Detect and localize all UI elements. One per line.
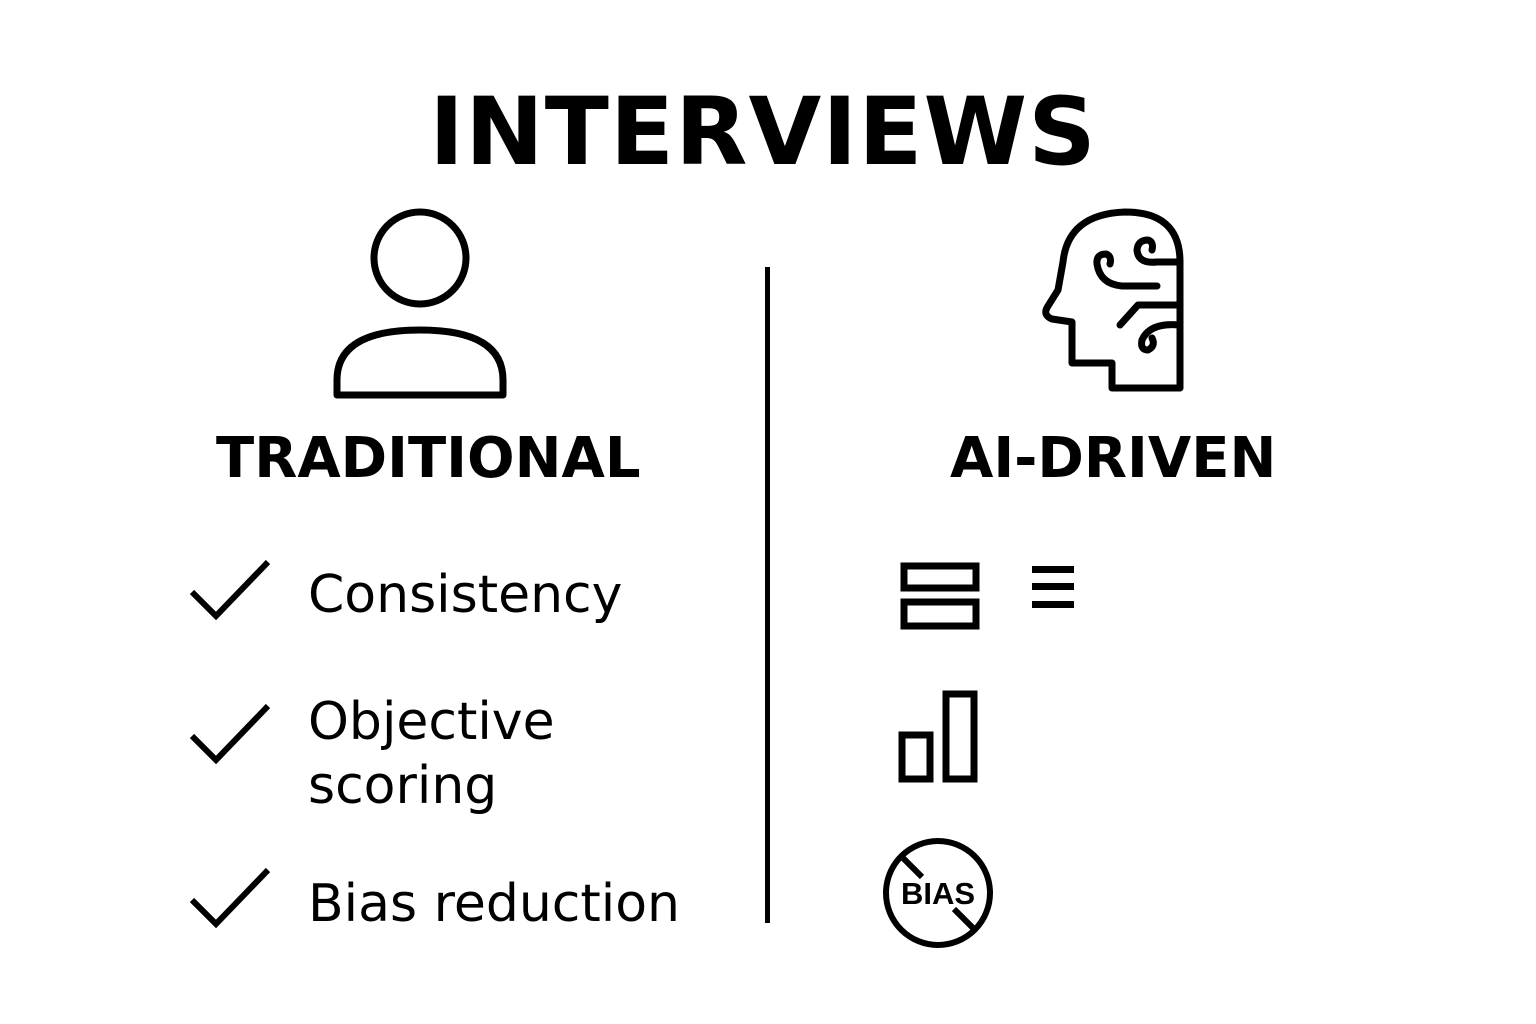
check-icon — [189, 703, 271, 765]
ai-head-icon — [1042, 208, 1184, 392]
ai-driven-heading: AI-DRIVEN — [950, 426, 1277, 491]
column-divider — [765, 267, 770, 923]
traditional-item-scoring: scoring — [308, 756, 498, 816]
menu-lines-icon — [1032, 566, 1074, 608]
no-bias-icon: BIAS — [883, 838, 993, 948]
traditional-item-consistency: Consistency — [308, 565, 623, 625]
check-icon — [189, 867, 271, 929]
page-title: INTERVIEWS — [429, 78, 1097, 187]
traditional-item-objective: Objective — [308, 692, 555, 752]
traditional-heading: TRADITIONAL — [216, 426, 641, 491]
check-icon — [189, 559, 271, 621]
traditional-item-bias-reduction: Bias reduction — [308, 874, 680, 934]
bar-chart-icon — [898, 690, 978, 783]
bias-icon-text: BIAS — [901, 876, 975, 911]
layout-rows-icon — [900, 562, 980, 630]
person-icon — [333, 208, 507, 399]
